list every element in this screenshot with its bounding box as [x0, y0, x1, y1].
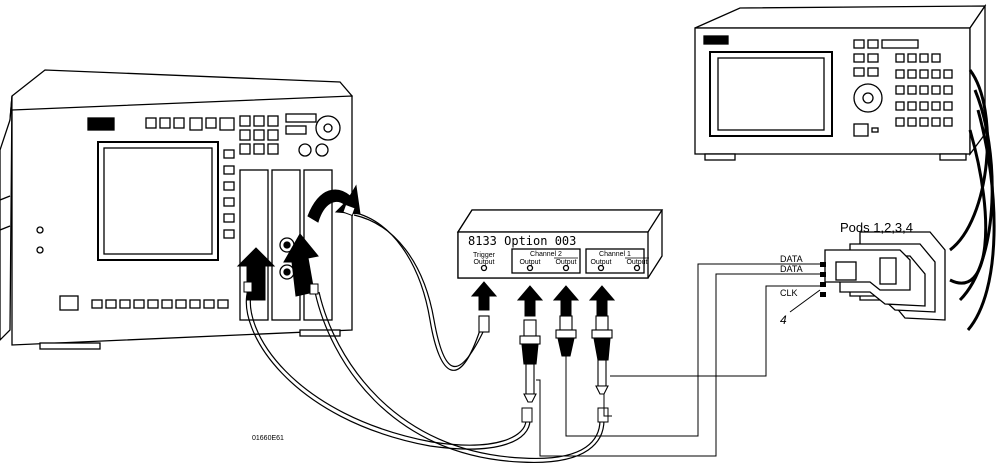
arrow-up-icon — [590, 286, 614, 316]
bnc-adapter — [556, 330, 576, 338]
probe-adapters — [479, 316, 612, 402]
ch2-output-connector — [528, 266, 533, 271]
probe-body — [598, 360, 606, 386]
mainframe-left-side — [0, 96, 12, 340]
arrow-up-icon — [472, 282, 496, 310]
ch2-output-bar-label: Output — [555, 259, 576, 266]
probe-body — [526, 364, 534, 394]
connector-plug — [598, 408, 608, 422]
bnc-adapter — [479, 316, 489, 332]
analyzer-screen — [710, 52, 832, 136]
module-title: 8133 Option 003 — [468, 234, 576, 248]
logic-analyzer — [695, 6, 985, 160]
analyzer-foot — [705, 154, 735, 160]
data-label-2: DATA — [780, 264, 803, 274]
ch1-output-bar-connector — [635, 266, 640, 271]
trigger-output-label: Output — [473, 259, 494, 266]
data-wire-2-link — [536, 380, 540, 410]
ch1-output-bar-label: Output — [626, 259, 647, 266]
mainframe-instrument — [0, 70, 352, 349]
pod-latch — [880, 258, 896, 284]
connector-plug — [310, 284, 318, 294]
connector-plug — [522, 408, 532, 422]
arrow-up-icon — [518, 286, 542, 316]
pod-connector — [836, 262, 856, 280]
connector-plug — [244, 282, 252, 292]
bnc-adapter — [596, 316, 608, 330]
mainframe-foot — [40, 343, 100, 349]
probe-pods — [820, 232, 945, 320]
bnc-adapter — [524, 320, 536, 336]
module-top — [458, 210, 662, 232]
probe-tip — [524, 394, 536, 402]
count-label: 4 — [780, 313, 787, 327]
ch1-output-label: Output — [590, 259, 611, 266]
trigger-output-connector — [482, 266, 487, 271]
pods-label: Pods 1,2,3,4 — [840, 220, 913, 235]
analyzer-foot — [940, 154, 966, 160]
data-wire-2 — [540, 274, 822, 456]
bnc-adapter — [560, 316, 572, 330]
bnc-adapter — [520, 336, 540, 344]
analyzer-top-face — [695, 6, 985, 28]
trigger-label: Trigger — [473, 252, 496, 259]
bnc-adapter — [592, 330, 612, 338]
probe-clip — [522, 344, 538, 364]
channel1-label: Channel 1 — [599, 251, 631, 258]
arrow-up-icon — [554, 286, 578, 316]
ch2-output-bar-connector — [564, 266, 569, 271]
figure-id: 01660E61 — [252, 435, 284, 442]
data-label-1: DATA — [780, 254, 803, 264]
probe-tip — [596, 386, 608, 394]
ch2-output-label: Output — [519, 259, 540, 266]
clk-label: CLK — [780, 288, 798, 298]
mainframe-screen — [98, 142, 218, 260]
ch1-output-connector — [599, 266, 604, 271]
probe-clip — [558, 338, 574, 356]
channel2-label: Channel 2 — [530, 251, 562, 258]
channel-cable-2-edge — [319, 292, 600, 458]
probe-clip — [594, 338, 610, 360]
analyzer-logo — [704, 36, 728, 44]
